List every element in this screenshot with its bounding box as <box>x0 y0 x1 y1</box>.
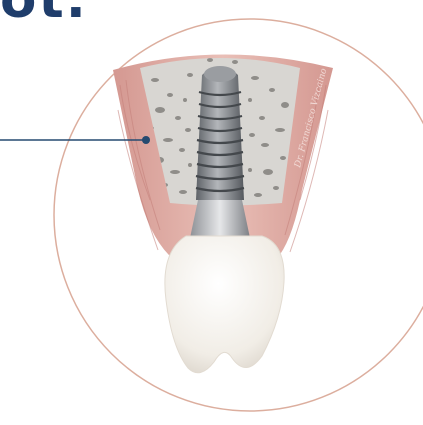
callout-dot <box>142 136 150 144</box>
abutment <box>190 200 250 238</box>
implant-cap <box>204 66 236 82</box>
